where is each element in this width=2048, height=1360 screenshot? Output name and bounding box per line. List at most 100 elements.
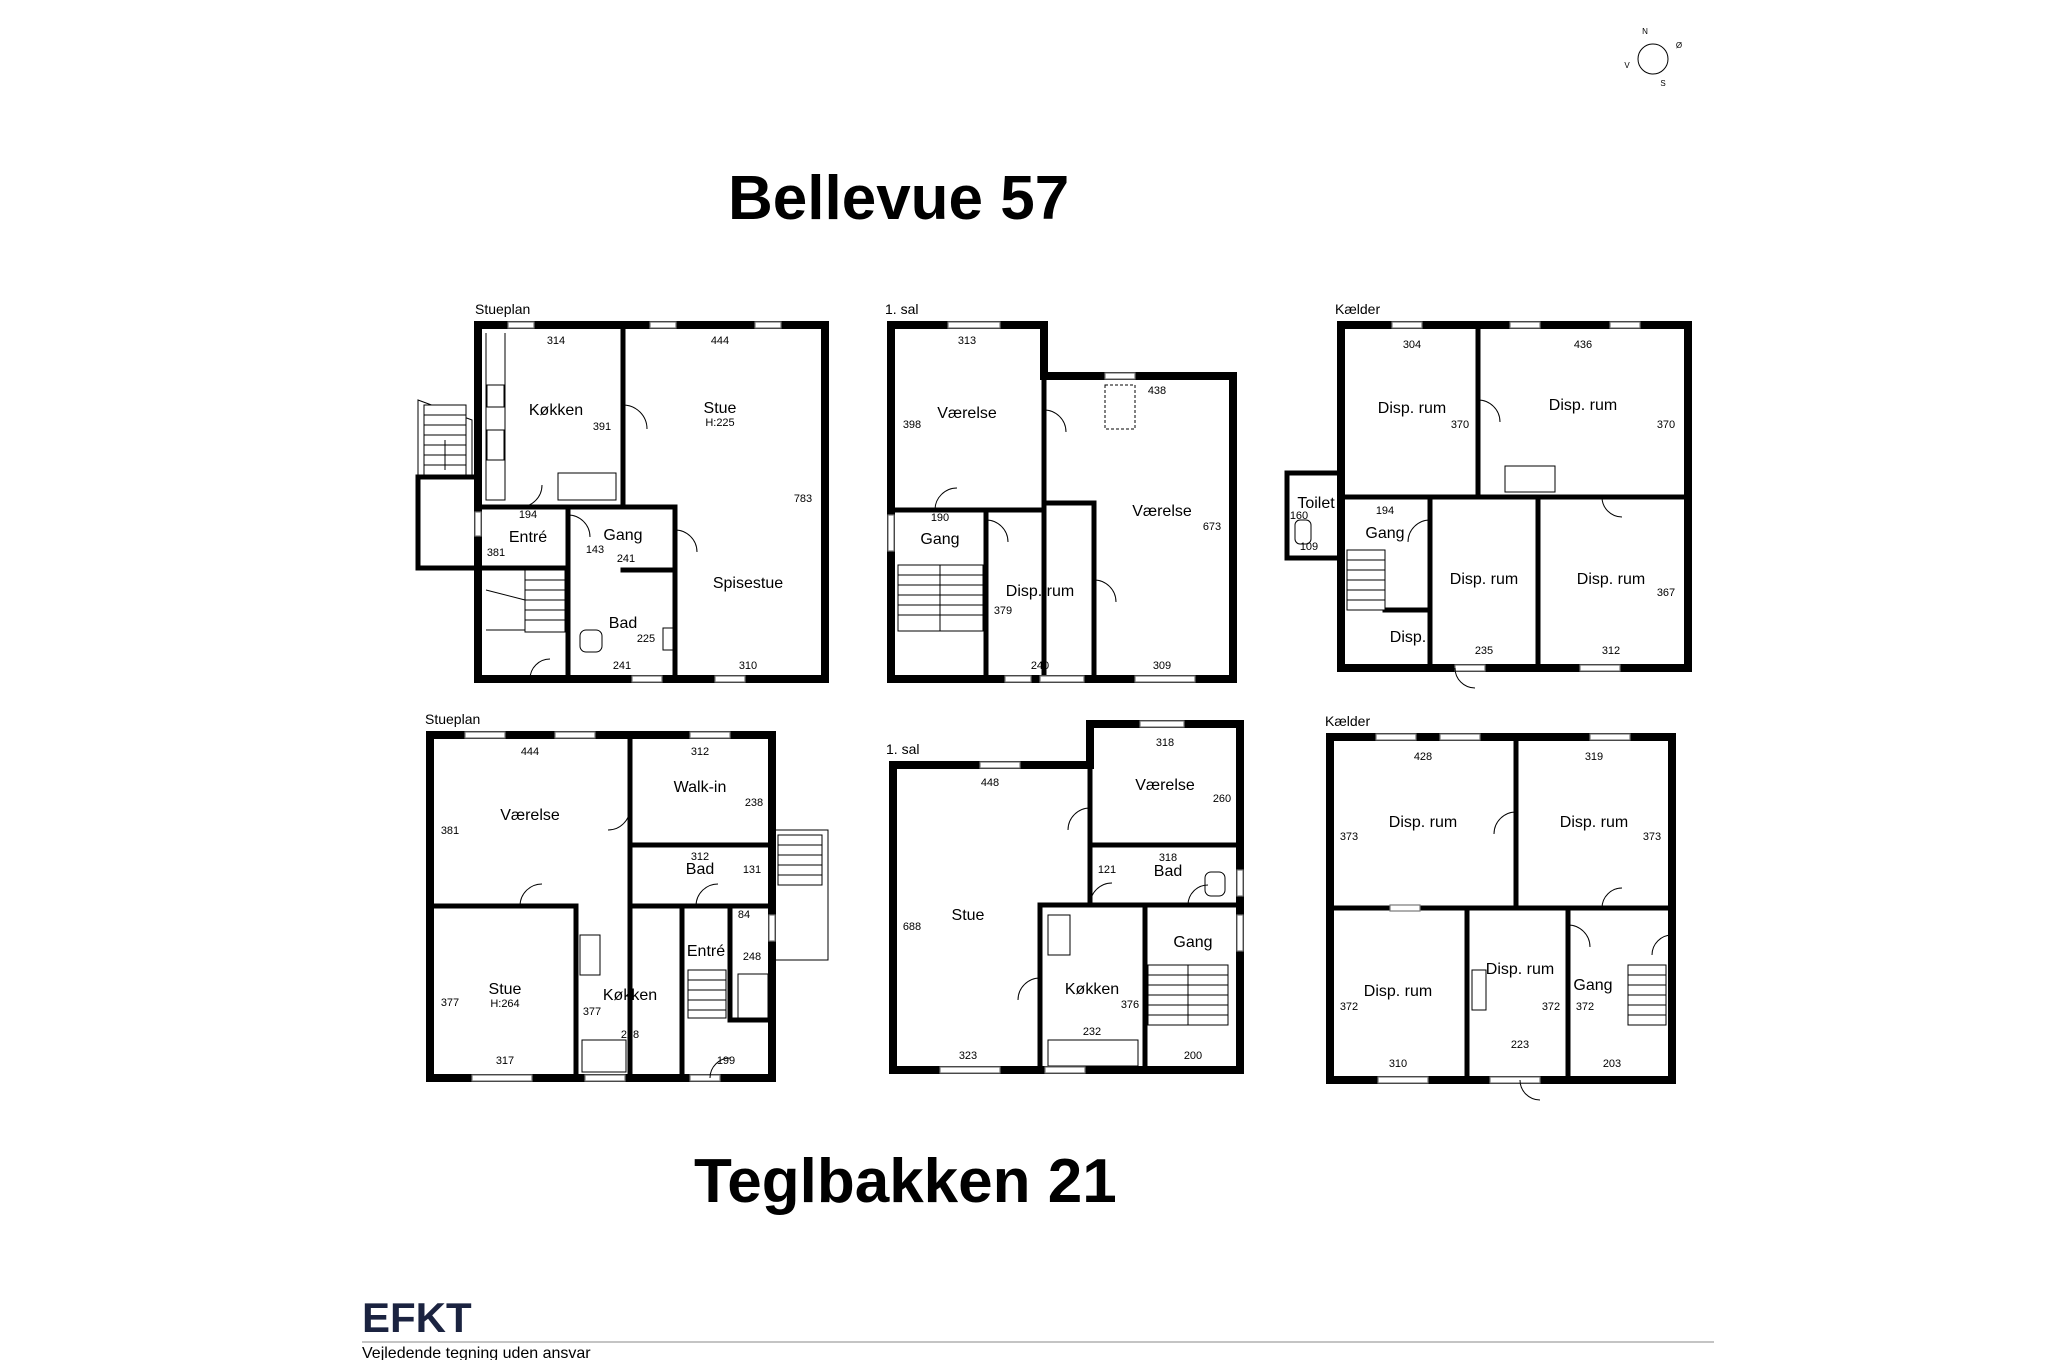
- dimension: 673: [1203, 521, 1221, 533]
- room-label: Stue: [489, 981, 522, 998]
- room-label: Gang: [920, 531, 959, 548]
- dimension: 260: [1213, 793, 1231, 805]
- dimension: 131: [743, 864, 761, 876]
- dimension: 203: [1603, 1058, 1621, 1070]
- dimension: 312: [691, 746, 709, 758]
- room-label: Værelse: [1132, 503, 1192, 520]
- floor-label: Kælder: [1335, 301, 1380, 317]
- title-teglbakken: Teglbakken 21: [694, 1147, 1117, 1216]
- dimension: 109: [1300, 541, 1318, 553]
- compass-icon: N S V Ø: [1624, 27, 1682, 88]
- dimension: 310: [1389, 1058, 1407, 1070]
- dimension: 367: [1657, 587, 1675, 599]
- dimension: 223: [1511, 1039, 1529, 1051]
- footer: EFKT Vejledende tegning uden ansvar: [362, 1294, 1714, 1360]
- dimension: 314: [547, 335, 565, 347]
- room-label: Disp. rum: [1549, 397, 1617, 414]
- room-label: Køkken: [603, 987, 657, 1004]
- dimension: 377: [583, 1006, 601, 1018]
- title-bellevue: Bellevue 57: [728, 164, 1069, 233]
- room-label: Disp. rum: [1577, 571, 1645, 588]
- dimension: 313: [958, 335, 976, 347]
- floor-label: Stueplan: [475, 301, 530, 317]
- room-label: Spisestue: [713, 575, 783, 592]
- room-label: Køkken: [529, 402, 583, 419]
- dimension: 377: [441, 997, 459, 1009]
- dimension: 200: [1184, 1050, 1202, 1062]
- dimension: 318: [1159, 852, 1177, 864]
- dimension: 121: [1098, 864, 1116, 876]
- room-label: Gang: [603, 527, 642, 544]
- room-label: Værelse: [937, 405, 997, 422]
- dimension: 143: [586, 544, 604, 556]
- room-height: H:264: [490, 998, 519, 1010]
- dimension: 310: [739, 660, 757, 672]
- dimension: 372: [1576, 1001, 1594, 1013]
- room-label: Walk-in: [674, 779, 727, 796]
- plan-bellevue-stueplan: Stueplan: [415, 301, 829, 683]
- compass-n: N: [1642, 27, 1648, 36]
- dimension: 317: [496, 1055, 514, 1067]
- room-label: Bad: [1154, 863, 1182, 880]
- dimension: 319: [1585, 751, 1603, 763]
- room-height: H:225: [705, 417, 734, 429]
- compass-s: S: [1660, 79, 1665, 88]
- dimension: 448: [981, 777, 999, 789]
- room-label: Gang: [1573, 977, 1612, 994]
- dimension: 304: [1403, 339, 1421, 351]
- room-label: Disp. rum: [1006, 583, 1074, 600]
- floor-label: 1. sal: [885, 301, 918, 317]
- dimension: 225: [637, 633, 655, 645]
- dimension: 199: [717, 1055, 735, 1067]
- dimension: 190: [931, 512, 949, 524]
- dimension: 312: [691, 851, 709, 863]
- plan-teglbakken-stueplan: Stueplan Værelse Walk-i: [425, 711, 829, 1082]
- plan-bellevue-1sal: 1. sal Værelse Værelse Gang Disp. rum 31…: [885, 301, 1237, 683]
- room-label: Disp. rum: [1389, 814, 1457, 831]
- room-label: Stue: [952, 907, 985, 924]
- compass-o: Ø: [1676, 41, 1682, 50]
- room-label: Disp. rum: [1450, 571, 1518, 588]
- dimension: 194: [1376, 505, 1394, 517]
- dimension: 241: [613, 660, 631, 672]
- dimension: 372: [1542, 1001, 1560, 1013]
- room-label: Gang: [1365, 525, 1404, 542]
- dimension: 391: [593, 421, 611, 433]
- dimension: 235: [1475, 645, 1493, 657]
- logo-efkt: EFKT: [362, 1294, 472, 1341]
- room-label: Værelse: [1135, 777, 1195, 794]
- dimension: 84: [738, 909, 750, 921]
- dimension: 381: [441, 825, 459, 837]
- dimension: 370: [1451, 419, 1469, 431]
- dimension: 379: [994, 605, 1012, 617]
- room-label: Disp.: [1390, 629, 1426, 646]
- dimension: 323: [959, 1050, 977, 1062]
- room-label: Disp. rum: [1560, 814, 1628, 831]
- dimension: 381: [487, 547, 505, 559]
- floor-label: Kælder: [1325, 713, 1370, 729]
- room-label: Gang: [1173, 934, 1212, 951]
- dimension: 783: [794, 493, 812, 505]
- dimension: 436: [1574, 339, 1592, 351]
- compass-v: V: [1624, 61, 1630, 70]
- room-label: Disp. rum: [1378, 400, 1446, 417]
- dimension: 688: [903, 921, 921, 933]
- floor-label: Stueplan: [425, 711, 480, 727]
- floor-label: 1. sal: [886, 741, 919, 757]
- dimension: 444: [711, 335, 729, 347]
- dimension: 241: [617, 553, 635, 565]
- dimension: 438: [1148, 385, 1166, 397]
- dimension: 309: [1153, 660, 1171, 672]
- dimension: 370: [1657, 419, 1675, 431]
- dimension: 248: [743, 951, 761, 963]
- dimension: 160: [1290, 510, 1308, 522]
- dimension: 373: [1340, 831, 1358, 843]
- room-label: Toilet: [1297, 495, 1335, 512]
- room-label: Stue: [704, 400, 737, 417]
- room-label: Disp. rum: [1486, 961, 1554, 978]
- disclaimer: Vejledende tegning uden ansvar: [362, 1345, 591, 1360]
- dimension: 318: [1156, 737, 1174, 749]
- dimension: 372: [1340, 1001, 1358, 1013]
- dimension: 312: [1602, 645, 1620, 657]
